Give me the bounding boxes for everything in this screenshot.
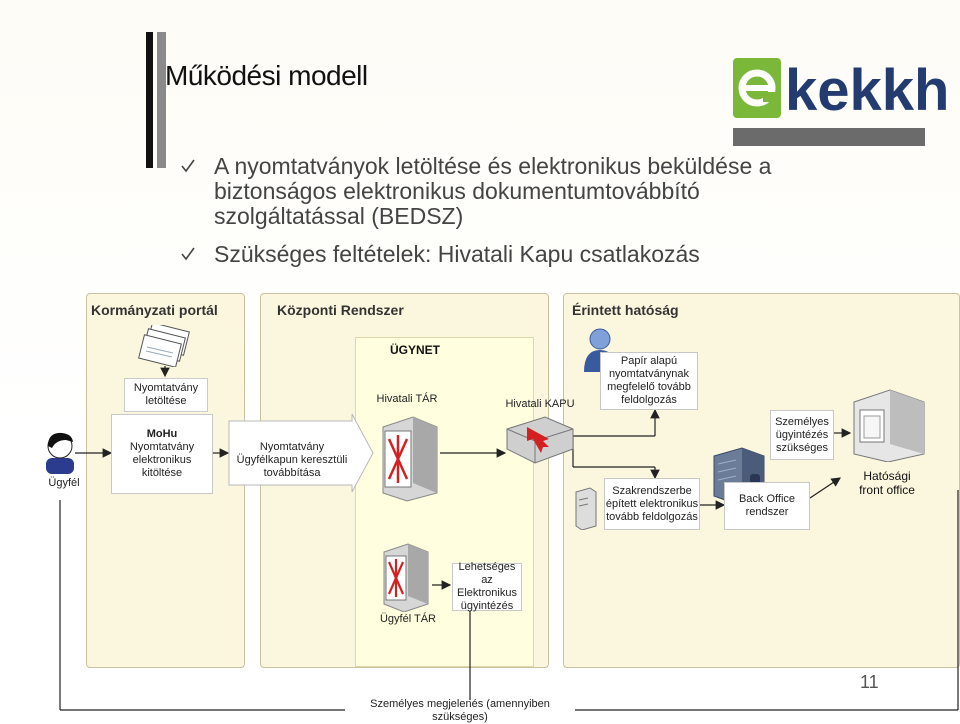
accent-bar-gray	[157, 32, 166, 168]
mohu-body: Nyomtatvány elektronikus kitöltése	[129, 441, 195, 479]
paper-processing-label: Papír alapú nyomtatványnak megfelelő tov…	[607, 355, 691, 406]
e-possible-label: Lehetséges az Elektronikus ügyintézés	[457, 561, 517, 612]
client-label: Ügyfél	[48, 477, 80, 489]
back-office-box: Back Office rendszer	[724, 482, 810, 530]
accent-bar-black	[146, 32, 153, 168]
client-person-icon	[46, 432, 74, 474]
ugyfel-tar-router-icon	[383, 543, 429, 612]
hivatali-kapu-gateway-icon	[506, 416, 574, 464]
hivatali-tar-router-icon	[382, 416, 438, 502]
front-office-kiosk-icon	[853, 389, 925, 462]
e-possible-box: Lehetséges az Elektronikus ügyintézés	[452, 561, 522, 612]
ugynet-region	[355, 337, 534, 667]
forward-arrow-shape	[228, 413, 374, 493]
slide-title: Működési modell	[165, 60, 368, 91]
form-download-box: Nyomtatvány letöltése	[124, 378, 208, 412]
page-number: 11	[860, 672, 879, 692]
mohu-title: MoHu	[146, 428, 178, 440]
ekekkh-logo: kekkh	[733, 58, 948, 123]
mohu-box: MoHu Nyomtatvány elektronikus kitöltése	[111, 414, 213, 494]
special-processing-box: Szakrendszerbe épített elektronikus tová…	[604, 478, 700, 530]
checkmark-icon	[181, 159, 195, 173]
hivatali-kapu-label: Hivatali KAPU	[505, 398, 575, 410]
document-stack-icon	[138, 325, 190, 367]
personal-admin-box: Személyes ügyintézés szükséges	[770, 410, 834, 460]
front-office-label: Hatósági front office	[859, 469, 915, 497]
checkmark-icon	[181, 247, 195, 261]
ugyfel-tar-label: Ügyfél TÁR	[379, 613, 437, 625]
personal-appearance-label: Személyes megjelenés (amennyiben szükség…	[370, 698, 550, 723]
logo-underline	[733, 128, 925, 146]
svg-text:kekkh: kekkh	[785, 58, 948, 123]
panel-authority-header: Érintett hatóság	[572, 302, 679, 318]
paper-processing-box: Papír alapú nyomtatványnak megfelelő tov…	[600, 352, 698, 410]
form-download-label: Nyomtatvány letöltése	[124, 378, 208, 412]
special-processing-label: Szakrendszerbe épített elektronikus tová…	[605, 484, 699, 523]
computer-tower-icon	[575, 487, 597, 530]
panel-portal-header: Kormányzati portál	[91, 302, 218, 318]
panel-central-header: Központi Rendszer	[277, 302, 404, 318]
back-office-label: Back Office rendszer	[738, 493, 796, 518]
forward-label: Nyomtatvány Ügyfélkapun keresztüli továb…	[236, 441, 348, 479]
hivatali-tar-label: Hivatali TÁR	[376, 393, 438, 405]
personal-admin-label: Személyes ügyintézés szükséges	[775, 415, 829, 454]
ugynet-label: ÜGYNET	[389, 343, 440, 357]
